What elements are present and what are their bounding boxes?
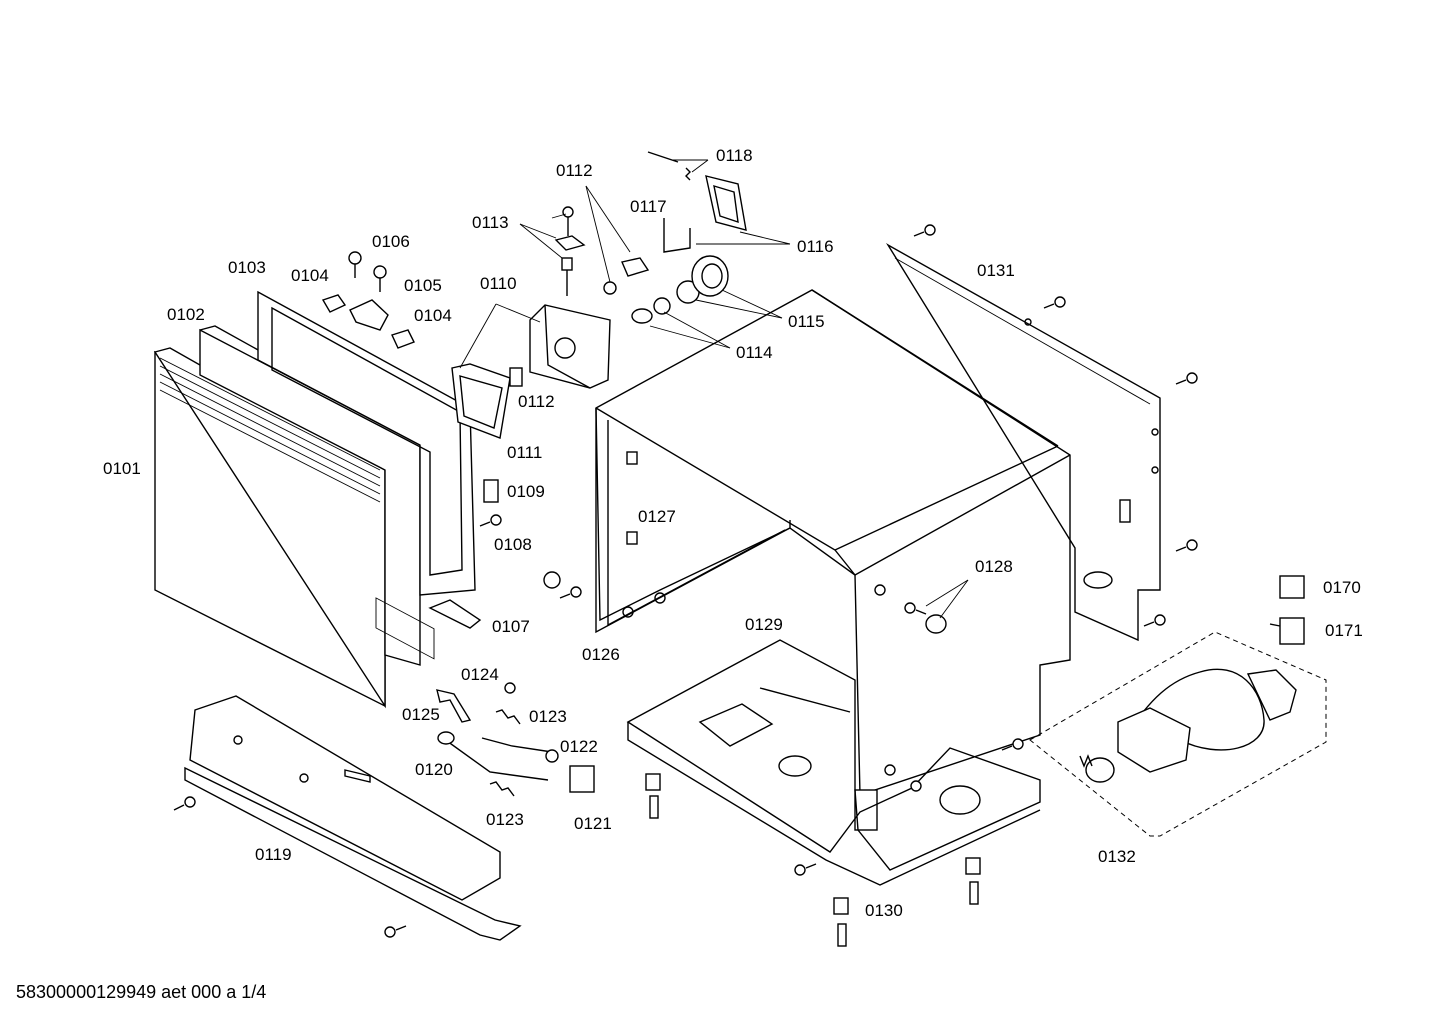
part-label: 0122 bbox=[560, 737, 598, 756]
part-label: 0132 bbox=[1098, 847, 1136, 866]
seal-0110 bbox=[451, 363, 511, 439]
base-plate-0129 bbox=[626, 639, 1041, 886]
part-label: 0171 bbox=[1325, 621, 1363, 640]
part-label: 0131 bbox=[977, 261, 1015, 280]
part-label: 0119 bbox=[255, 845, 292, 864]
mains-lead-kit-0132 bbox=[1029, 575, 1327, 837]
part-label: 0114 bbox=[736, 343, 773, 362]
part-label: 0116 bbox=[797, 237, 834, 256]
hinge-parts bbox=[321, 251, 415, 349]
part-label: 0101 bbox=[103, 459, 141, 478]
part-label: 0123 bbox=[529, 707, 567, 726]
part-label: 0126 bbox=[582, 645, 620, 664]
part-label: 0127 bbox=[638, 507, 676, 526]
part-label: 0112 bbox=[556, 161, 593, 180]
part-label: 0117 bbox=[630, 197, 667, 216]
back-panel-0131 bbox=[885, 243, 1161, 642]
part-label: 0107 bbox=[492, 617, 530, 636]
part-label: 0109 bbox=[507, 482, 545, 501]
part-label: 0110 bbox=[480, 274, 517, 293]
cabinet-shell bbox=[595, 289, 1071, 831]
part-label: 0104 bbox=[291, 266, 329, 285]
part-label: 0102 bbox=[167, 305, 205, 324]
kickplate-0119 bbox=[184, 695, 522, 941]
part-label: 0104 bbox=[414, 306, 452, 325]
part-label: 0125 bbox=[402, 705, 440, 724]
leader-lines bbox=[459, 159, 969, 619]
part-label: 0112 bbox=[518, 392, 555, 411]
part-label: 0128 bbox=[975, 557, 1013, 576]
drawing-reference-footer: 58300000129949 aet 000 a 1/4 bbox=[16, 982, 267, 1002]
part-label: 0113 bbox=[472, 213, 509, 232]
part-label: 0111 bbox=[507, 443, 543, 462]
part-label: 0103 bbox=[228, 258, 266, 277]
part-label: 0118 bbox=[716, 146, 753, 165]
part-label: 0170 bbox=[1323, 578, 1361, 597]
part-label: 0105 bbox=[404, 276, 442, 295]
part-label: 0124 bbox=[461, 665, 499, 684]
latch-parts bbox=[428, 479, 595, 797]
part-label: 0129 bbox=[745, 615, 783, 634]
control-box bbox=[509, 304, 611, 389]
part-label: 0108 bbox=[494, 535, 532, 554]
part-label: 0123 bbox=[486, 810, 524, 829]
screws-and-feet bbox=[173, 224, 1198, 947]
part-label: 0115 bbox=[788, 312, 825, 331]
part-label: 0120 bbox=[415, 760, 453, 779]
part-label: 0130 bbox=[865, 901, 903, 920]
part-label: 0121 bbox=[574, 814, 612, 833]
part-label: 0106 bbox=[372, 232, 410, 251]
